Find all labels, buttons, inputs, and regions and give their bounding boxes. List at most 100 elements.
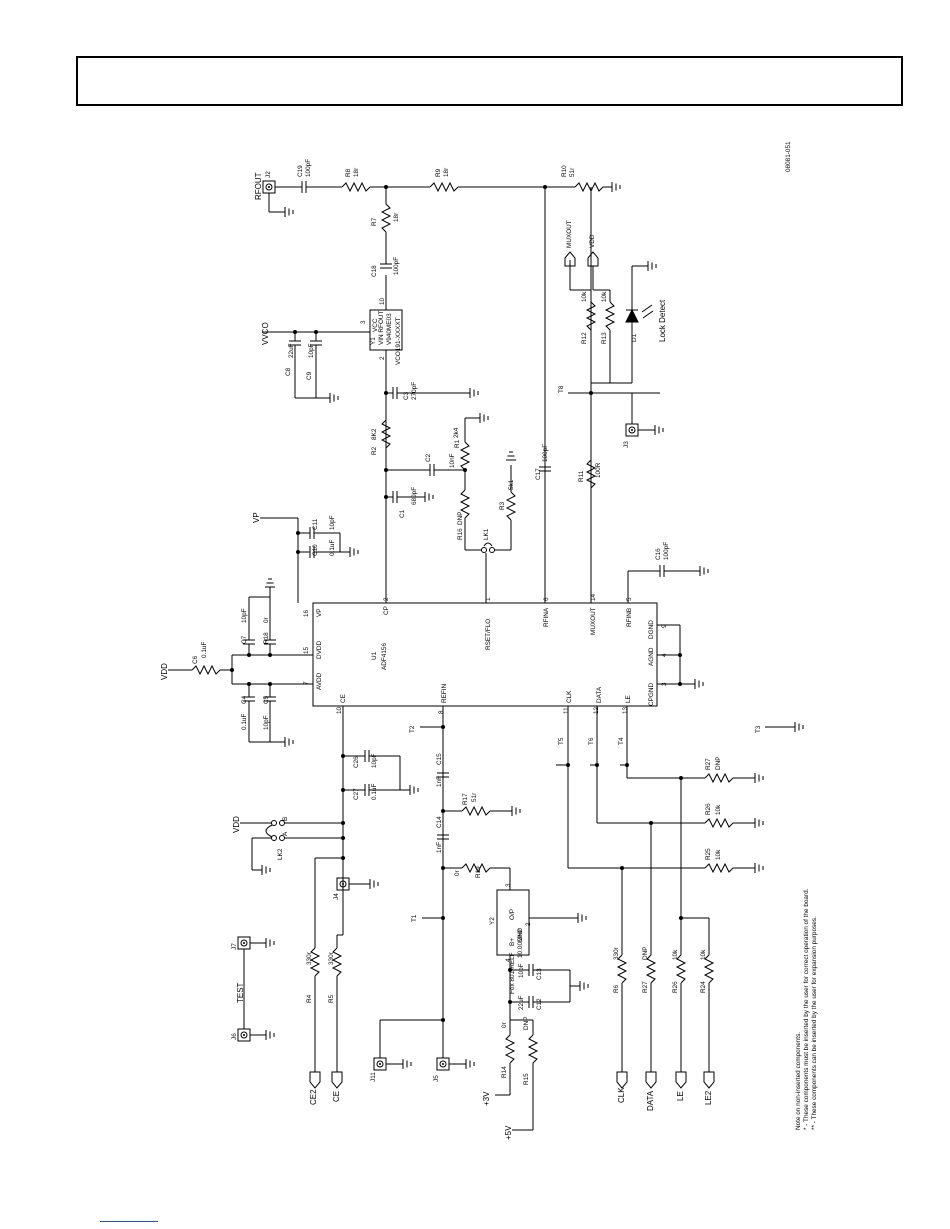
c1-value: 680pF [411, 487, 418, 505]
c1-ref: C1 [399, 509, 406, 518]
net-vdd: VDD [589, 234, 596, 248]
pin-num: 7 [303, 681, 310, 685]
c5-ref: C5 [263, 695, 270, 704]
c17-ref: C17 [535, 468, 542, 480]
r24-value: 10k [715, 849, 722, 860]
j4-label: J4 [333, 893, 340, 900]
j7-label: J7 [231, 943, 238, 950]
j5-label: J5 [433, 1075, 440, 1082]
r7-ref: R7 [371, 217, 378, 226]
c2-value: 10nF [449, 453, 456, 468]
pin-name: AGND [648, 647, 655, 666]
c18-ref: C18 [371, 265, 378, 277]
c6-ref: C7 [241, 635, 248, 644]
lk2-label: LK2 [277, 848, 284, 860]
vco-pin3: 3 [360, 320, 367, 324]
r23-ref: R5 [328, 994, 335, 1003]
pin-name: CLK [566, 690, 573, 703]
r27-value: 10k [700, 949, 707, 960]
t6-label: T4 [618, 737, 625, 745]
c3-ref: C3 [403, 391, 410, 400]
r5-ref: R27 [642, 981, 649, 993]
pin-num: 1 [485, 597, 492, 601]
r15-ref: R15 [523, 1073, 530, 1085]
j11-label: J11 [370, 1072, 377, 1082]
tcxo-pin2: 2 [525, 922, 532, 926]
r22-value: 330r [306, 951, 313, 965]
ic-ref: U1 [371, 651, 378, 660]
t4-label: T5 [558, 737, 565, 745]
d1-label: Lock Detect [658, 299, 667, 342]
doc-id: 08081-051 [785, 141, 792, 172]
pin-name: MUXOUT [590, 607, 597, 635]
r16-value: DNP [457, 512, 464, 526]
c16-value: 100pF [663, 542, 670, 560]
r19-value: 0r [454, 869, 461, 876]
c19-value: 100pF [305, 159, 312, 177]
lk2-b: B [282, 817, 289, 821]
notes-title: Note on non-inserted components. [795, 1032, 802, 1130]
d1-ref: D1 [631, 333, 638, 342]
r14-ref: R14 [501, 1066, 508, 1078]
tcxo-ref: Y2 [489, 917, 496, 925]
pin-num: 14 [590, 593, 597, 601]
c11-value: 10pF [329, 515, 336, 530]
net-clk: CLK [617, 1087, 626, 1103]
net-rfout: RFOUT [254, 172, 263, 200]
title-block-frame [76, 56, 903, 106]
pin-name: REFIN [441, 683, 448, 703]
vco-y1: Y1 VIN RFOUT V940ME03 VCO191-XXXXT VCC 2… [360, 297, 403, 365]
c12-ref: C12 [536, 998, 543, 1010]
footer-link-underline[interactable] [100, 1221, 158, 1222]
ic-part: ADF4156 [381, 643, 388, 670]
c4-value: 0.1uF [241, 714, 248, 730]
r11-value: 100R [595, 462, 602, 478]
pin-name: DATA [596, 686, 603, 703]
j2-label: J2 [265, 171, 272, 178]
r10-value: 51r [569, 167, 576, 177]
net-ce2: CE2 [309, 1089, 318, 1105]
net-5v: +5V [504, 1125, 513, 1140]
ic-u1-body [312, 602, 658, 707]
pin-num: 8 [438, 710, 445, 714]
r15-value: DNP [523, 1017, 530, 1031]
tcxo-y2: O/P B+ GND Fox 801-RELF 10.00MHz Y2 3 2 … [489, 883, 532, 994]
c27-value: 0.1uF [371, 784, 378, 800]
net-test: TEST [236, 982, 245, 1003]
pin-name: AVDD [316, 672, 323, 690]
r13-ref: R13 [601, 332, 608, 344]
net-vdd2: VDD [160, 663, 169, 680]
c11-ref: C11 [312, 518, 319, 530]
r25-ref: R26 [705, 803, 712, 815]
vco-pin10: 10 [379, 297, 386, 305]
tcxo-bplus: B+ [509, 938, 516, 946]
net-le: LE [676, 1091, 685, 1101]
net-ce: CE [332, 1091, 341, 1102]
c9-value: 10pF [308, 343, 315, 358]
pin-num: 15 [303, 646, 310, 654]
r23-value: 330r [328, 951, 335, 965]
r12-ref: R12 [581, 332, 588, 344]
c4-ref: C4 [241, 695, 248, 704]
r6-ref: R26 [672, 981, 679, 993]
lk2-a: A [282, 831, 289, 836]
pin-num: 5 [626, 597, 633, 601]
ic-u1: U1 ADF4156 VP 16 DVDD 15 AVDD 7 CP 2 RSE… [303, 593, 668, 714]
t3-label: T3 [755, 725, 762, 733]
net-le2: LE2 [704, 1090, 713, 1105]
c15-ref: C15 [436, 753, 443, 765]
r27-ref: R24 [700, 981, 707, 993]
notes-line2: ** - These components can be inserted by… [811, 916, 818, 1130]
r11-ref: R11 [578, 470, 585, 482]
c8-value: 22uF [288, 343, 295, 358]
tcxo-gnd: GND [517, 927, 524, 942]
notes-line1: * - These components must be inserted by… [803, 888, 810, 1130]
c26-ref: C26 [353, 756, 360, 768]
c13-ref: C13 [536, 968, 543, 980]
pin-name: CPGND [648, 683, 655, 706]
c15-value: 1nF [436, 776, 443, 787]
c27-ref: C27 [353, 788, 360, 800]
r13-value: 10k [601, 291, 608, 302]
r1-ref: R1 [454, 439, 461, 448]
